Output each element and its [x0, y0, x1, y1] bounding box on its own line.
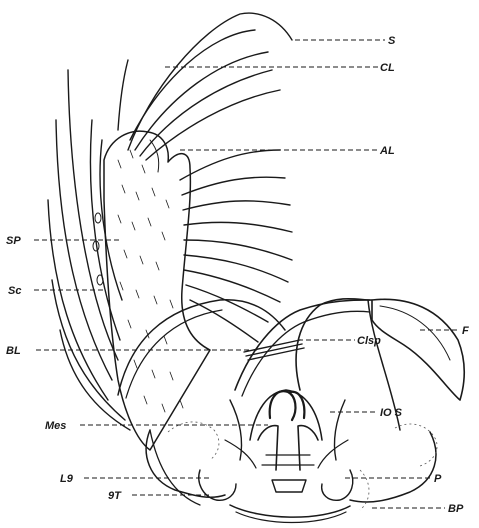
label-bp: BP [448, 503, 464, 515]
clasper [235, 299, 372, 396]
aedeagus-complex [225, 390, 348, 492]
label-sc: Sc [8, 285, 21, 297]
label-al: AL [379, 145, 395, 157]
lower-lobes [146, 422, 437, 523]
label-s: S [388, 35, 396, 47]
label-cl: CL [380, 62, 395, 74]
surstylus-process [93, 131, 210, 450]
label-p: P [434, 473, 442, 485]
label-9t: 9T [108, 490, 122, 502]
right-setae [180, 150, 292, 342]
label-sp: SP [6, 235, 21, 247]
label-l9: L9 [60, 473, 74, 485]
label-mes: Mes [45, 420, 66, 432]
labels: S CL AL SP Sc BL Clsp F Mes IO S L9 P 9T… [6, 35, 469, 515]
label-bl: BL [6, 345, 21, 357]
label-clsp: Clsp [357, 335, 381, 347]
label-f: F [462, 325, 469, 337]
leader-lines [34, 40, 460, 508]
apical-setae [118, 13, 292, 160]
label-ios: IO S [380, 407, 403, 419]
basal-lobe [118, 300, 285, 505]
